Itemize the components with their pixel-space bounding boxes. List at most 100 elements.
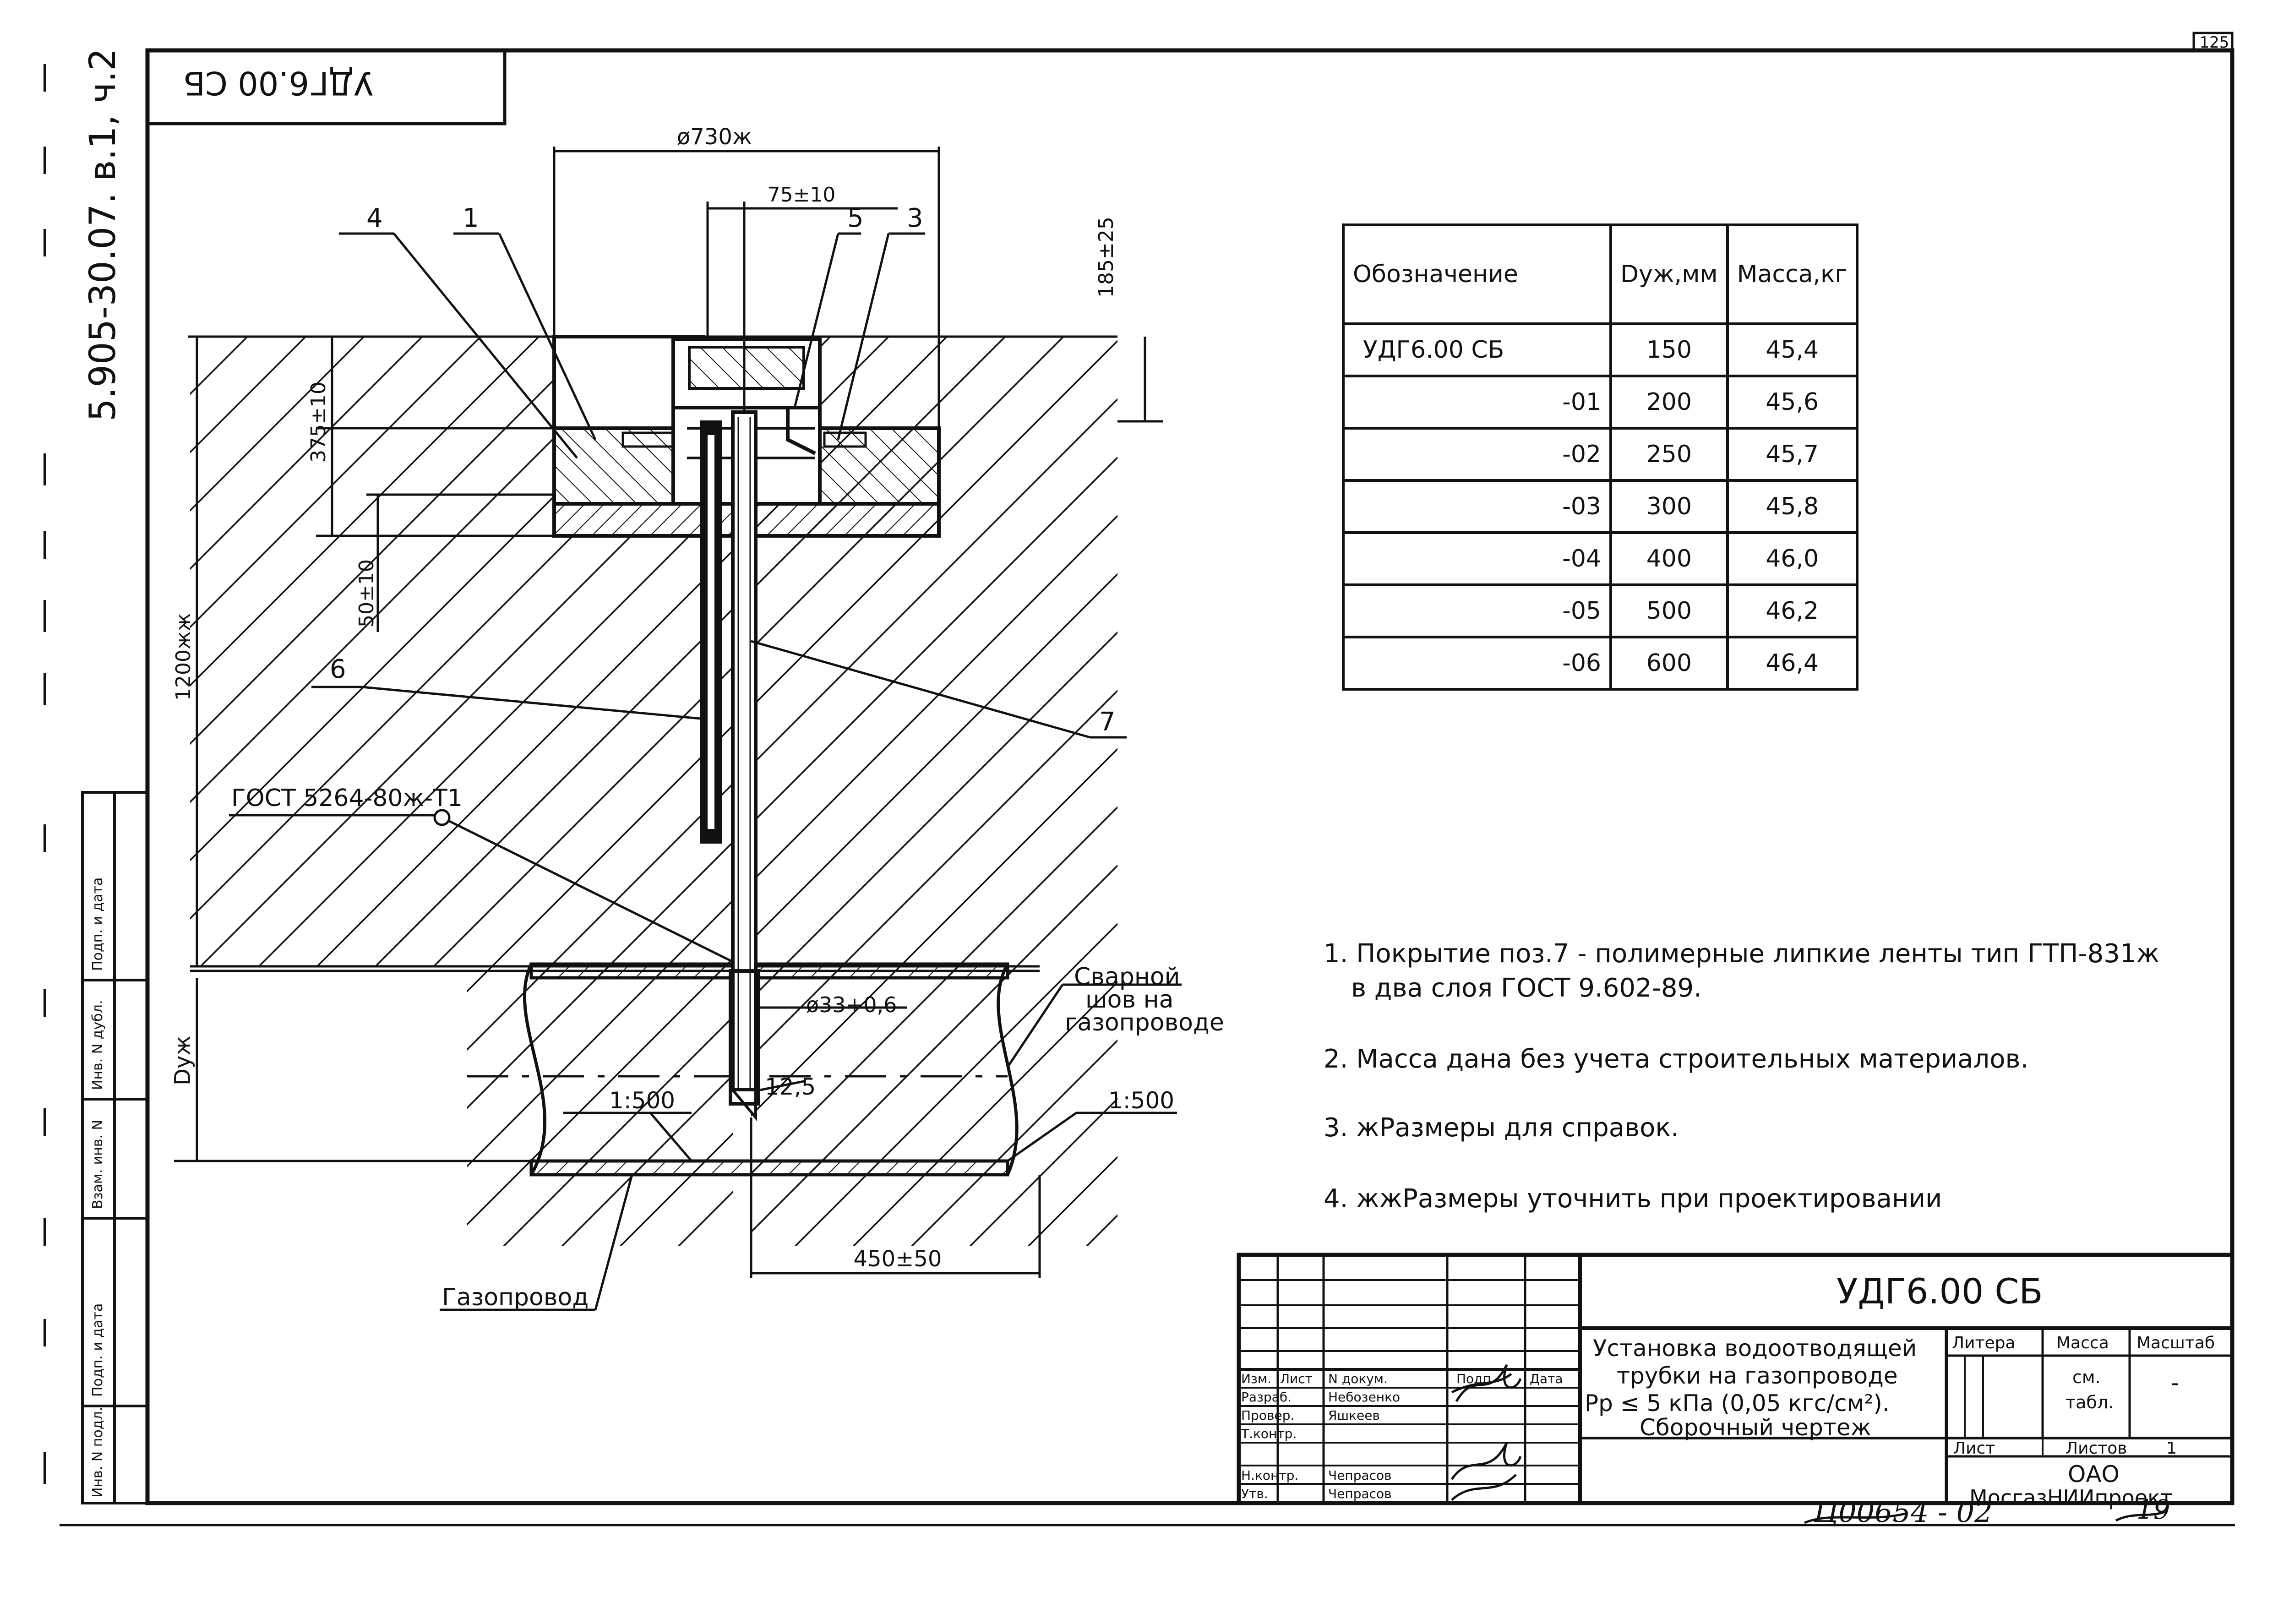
tb-col-ndok: N докум. — [1328, 1371, 1388, 1386]
spec-row: -03 300 45,8 — [1342, 479, 1858, 534]
spec-header-row: Обозначение Dyж,мм Масса,кг — [1342, 223, 1858, 325]
tb-masshtab: Масштаб — [2136, 1334, 2215, 1352]
tb-listov-val: 1 — [2166, 1439, 2177, 1458]
callout-1: 1 — [463, 203, 479, 233]
spec-row: -05 500 46,2 — [1342, 583, 1858, 638]
title-line-3: Pp ≤ 5 кПа (0,05 кгс/см²). — [1585, 1390, 1890, 1417]
spec-cell: 46,2 — [1726, 583, 1858, 638]
sheet-frame — [44, 32, 2235, 1526]
spec-cell: -04 — [1342, 531, 1612, 586]
tb-col-data: Дата — [1530, 1371, 1563, 1386]
drain-tube — [700, 410, 760, 1122]
strip-vzam-inv: Взам. инв. N — [90, 1120, 106, 1209]
strip-podp-data-1: Подп. и дата — [90, 877, 106, 971]
left-signature-strip — [81, 791, 149, 1504]
tb-role: Н.контр. — [1241, 1468, 1299, 1483]
title-line-1: Установка водоотводящей — [1593, 1335, 1917, 1362]
spec-cell: -02 — [1342, 427, 1612, 482]
dim-1200: 1200жж — [172, 613, 195, 701]
spec-row: УДГ6.00 СБ 150 45,4 — [1342, 322, 1858, 377]
gost-weld-label: ГОСТ 5264-80ж-Т1 — [231, 785, 463, 812]
tb-col-list: Лист — [1280, 1371, 1313, 1386]
page-number: 125 — [2200, 33, 2229, 52]
title-line-4: Сборочный чертеж — [1640, 1414, 1871, 1441]
tb-role: Разраб. — [1241, 1390, 1292, 1405]
strip-inv-dubl: Инв. N дубл. — [90, 1000, 106, 1090]
spec-cell: 45,7 — [1726, 427, 1858, 482]
title-line-2: трубки на газопроводе — [1617, 1362, 1898, 1389]
tb-list: Лист — [1953, 1439, 1995, 1458]
dim-33: ø33+0,6 — [806, 992, 897, 1017]
bottom-handwritten-code: Ц00654 - 02 — [1814, 1495, 1993, 1529]
spec-row: -04 400 46,0 — [1342, 531, 1858, 586]
slope-right: 1:500 — [1108, 1087, 1174, 1114]
dim-12-5: 12,5 — [765, 1074, 816, 1100]
spec-cell: 300 — [1609, 479, 1729, 534]
spec-cell: 45,6 — [1726, 375, 1858, 430]
note-1-cont: в два слоя ГОСТ 9.602-89. — [1351, 973, 1702, 1003]
spec-cell: 46,4 — [1726, 636, 1858, 691]
tb-litera: Литера — [1952, 1334, 2016, 1352]
tb-massa: Масса — [2056, 1334, 2109, 1352]
tb-massa-val-2: табл. — [2066, 1392, 2114, 1412]
callout-5: 5 — [847, 203, 864, 233]
tb-listov: Листов — [2066, 1439, 2127, 1458]
dim-dy: Dyж — [170, 1035, 196, 1085]
spec-cell: 46,0 — [1726, 531, 1858, 586]
dim-50: 50±10 — [355, 559, 378, 627]
signature-scribbles — [1450, 1364, 2167, 1524]
dim-450: 450±50 — [854, 1246, 942, 1272]
spec-cell: -03 — [1342, 479, 1612, 534]
spec-cell: 600 — [1609, 636, 1729, 691]
note-2: 2. Масса дана без учета строительных мат… — [1324, 1044, 2029, 1074]
bottom-page-number: 19 — [2136, 1494, 2170, 1525]
spec-cell: 200 — [1609, 375, 1729, 430]
spec-cell: -05 — [1342, 583, 1612, 638]
dim-185: 185±25 — [1095, 217, 1118, 298]
dimension-lines — [174, 147, 1177, 1278]
weld-seam-line-3: газопроводе — [1065, 1009, 1224, 1036]
callout-3: 3 — [907, 203, 923, 233]
spec-cell: 500 — [1609, 583, 1729, 638]
tb-masshtab-val: - — [2171, 1369, 2180, 1396]
tb-col-izm: Изм. — [1241, 1371, 1271, 1386]
spec-cell: 400 — [1609, 531, 1729, 586]
spec-row: -06 600 46,4 — [1342, 636, 1858, 691]
tb-massa-val-1: см. — [2072, 1367, 2101, 1387]
pipeline-label: Газопровод — [442, 1284, 589, 1311]
note-1: 1. Покрытие поз.7 - полимерные липкие ле… — [1324, 939, 2159, 969]
note-4: 4. жжРазмеры уточнить при проектировании — [1324, 1184, 1942, 1214]
spec-cell: 250 — [1609, 427, 1729, 482]
dim-375: 375±10 — [307, 381, 330, 463]
spec-row: -02 250 45,7 — [1342, 427, 1858, 482]
tb-org-2: МосгазНИИпроект — [1969, 1485, 2173, 1510]
spec-cell: УДГ6.00 СБ — [1342, 322, 1612, 377]
spec-header-dy: Dyж,мм — [1609, 223, 1729, 325]
callout-4: 4 — [366, 203, 383, 233]
note-3: 3. жРазмеры для справок. — [1324, 1113, 1679, 1143]
callout-leaders — [229, 232, 1182, 1311]
spec-cell: 150 — [1609, 322, 1729, 377]
tb-col-podp: Подп. — [1456, 1371, 1495, 1386]
pipeline — [467, 962, 1019, 1177]
tb-role-name: Яшкеев — [1328, 1408, 1380, 1423]
spec-header-mass: Масса,кг — [1726, 223, 1858, 325]
strip-podp-data-2: Подп. и дата — [90, 1303, 106, 1397]
tb-role: Утв. — [1241, 1486, 1268, 1501]
spec-header-designation: Обозначение — [1342, 223, 1612, 325]
spec-cell: -01 — [1342, 375, 1612, 430]
spec-cell: 45,4 — [1726, 322, 1858, 377]
title-block-grid — [1237, 1253, 2234, 1505]
slope-left: 1:500 — [609, 1087, 675, 1114]
dim-730: ø730ж — [677, 124, 752, 150]
spec-row: -01 200 45,6 — [1342, 375, 1858, 430]
weld-seam-line-2: шов на — [1085, 986, 1173, 1014]
weld-symbol-circle — [433, 809, 451, 826]
spec-cell: 45,8 — [1726, 479, 1858, 534]
carpet-assembly — [552, 335, 941, 538]
weld-seam-line-1: Сварной — [1074, 963, 1180, 991]
callout-7: 7 — [1099, 707, 1116, 737]
tb-role-name: Небозенко — [1328, 1390, 1401, 1405]
tb-role-name: Чепрасов — [1328, 1486, 1392, 1501]
